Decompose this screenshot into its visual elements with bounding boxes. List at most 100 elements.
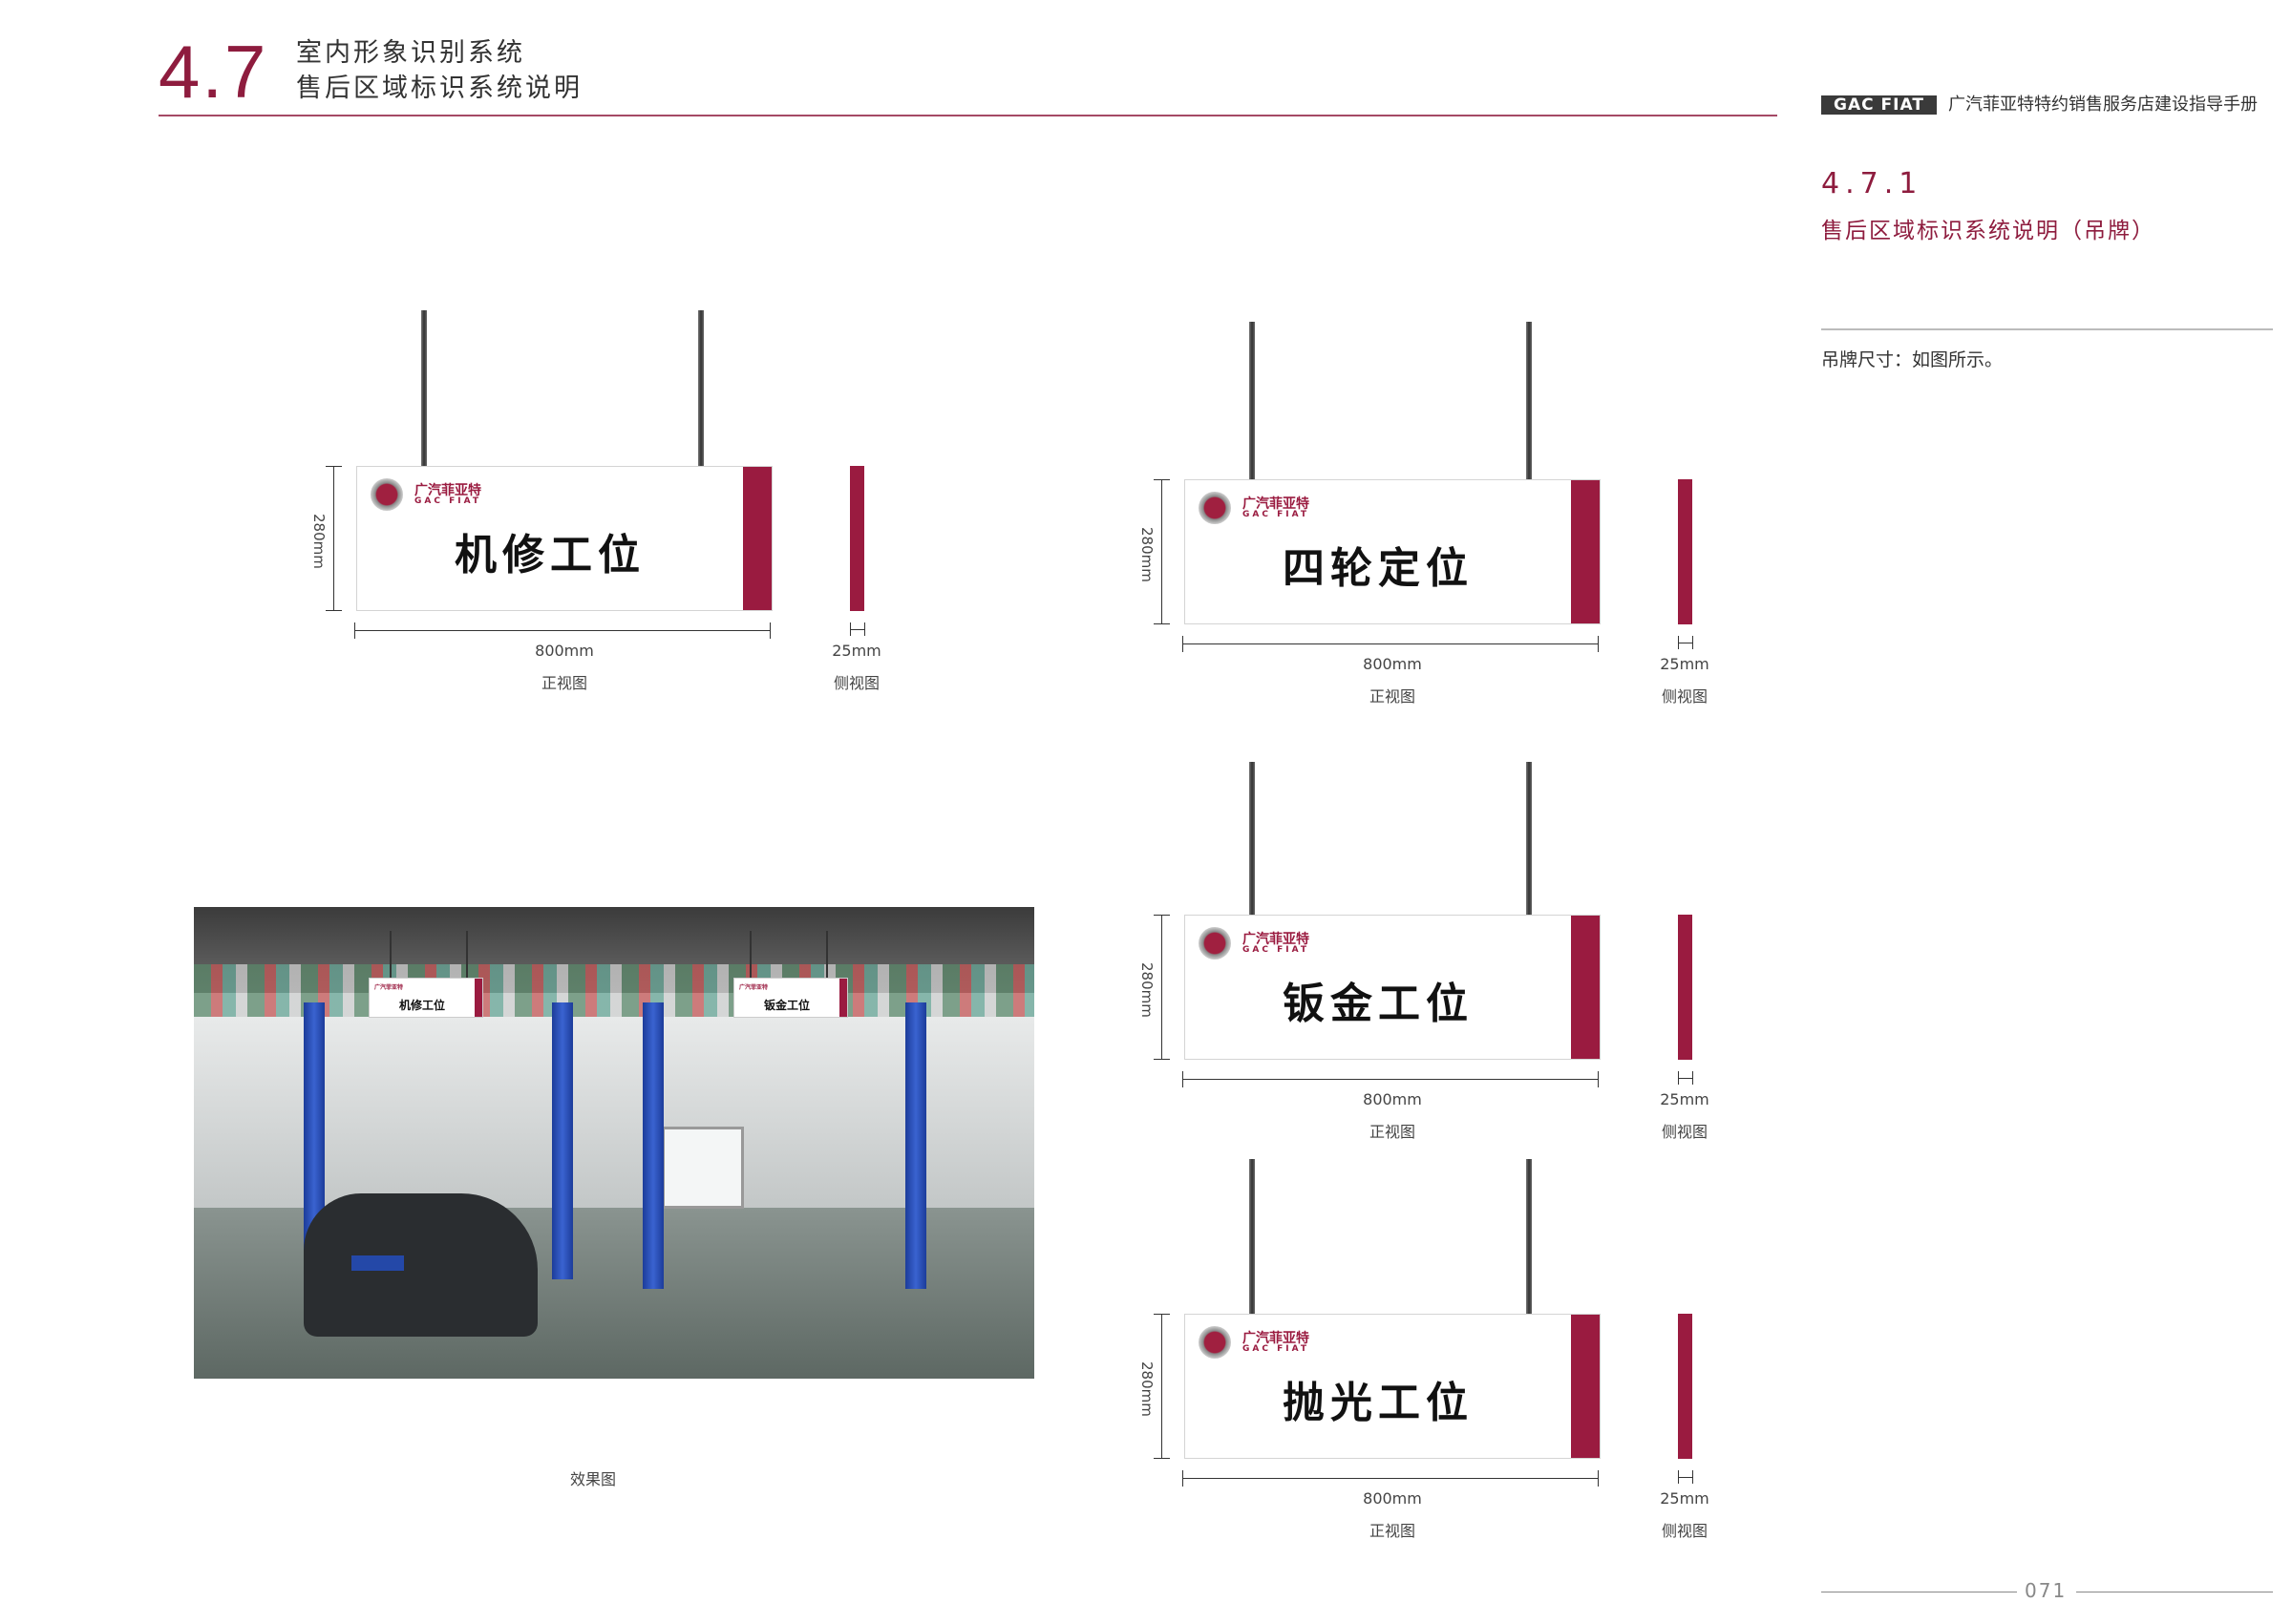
mini-sign-brand: 广汽菲亚特 — [739, 984, 769, 991]
header-divider — [159, 115, 1777, 116]
sign-side-view — [1678, 1314, 1692, 1459]
sign-side-view — [1678, 479, 1692, 624]
depth-dimension-mark — [850, 622, 865, 636]
sign-brand-en: GAC FIAT — [1242, 945, 1309, 955]
effect-photo: 广汽菲亚特 机修工位 广汽菲亚特 钣金工位 — [194, 907, 1034, 1379]
height-dimension-line — [1154, 1314, 1170, 1459]
height-dimension-line — [326, 466, 342, 611]
page-number: 071 — [2025, 1579, 2068, 1602]
sign-name: 抛光工位 — [1283, 1379, 1474, 1427]
mini-sign-bar — [475, 979, 482, 1017]
sign-brand-cn: 广汽菲亚特 — [1242, 932, 1309, 947]
width-dimension-line — [354, 622, 771, 639]
hanging-rod — [1526, 762, 1532, 915]
sign-front-view: 广汽菲亚特 GAC FIAT 抛光工位 — [1184, 1314, 1601, 1459]
width-label: 800mm — [1363, 655, 1422, 673]
section-title-line2: 售后区域标识系统说明 — [296, 74, 583, 103]
photo-wall — [194, 1017, 1034, 1208]
height-dimension-line — [1154, 479, 1170, 624]
mini-sign-brand: 广汽菲亚特 — [374, 984, 404, 991]
subsection-title: 售后区域标识系统说明（吊牌） — [1821, 219, 2155, 243]
lift-post — [905, 1002, 926, 1289]
sign-brand-cn: 广汽菲亚特 — [1242, 496, 1309, 512]
sign-brand-cn: 广汽菲亚特 — [414, 483, 481, 498]
height-dimension-line — [1154, 915, 1170, 1060]
sign-name: 四轮定位 — [1283, 544, 1474, 593]
lift-post — [552, 1002, 573, 1279]
hanging-rod — [421, 310, 427, 466]
height-label: 280mm — [1138, 527, 1156, 582]
sign-name: 钣金工位 — [1283, 980, 1474, 1028]
sign-side-view — [1678, 915, 1692, 1060]
front-view-label: 正视图 — [1369, 687, 1415, 706]
section-number: 4.7 — [159, 30, 268, 114]
description-text: 吊牌尺寸：如图所示。 — [1821, 349, 2004, 370]
hanging-rod — [1249, 1159, 1255, 1314]
sign-side-view — [850, 466, 864, 611]
sign-accent-bar — [743, 467, 772, 610]
height-label: 280mm — [310, 514, 328, 569]
width-label: 800mm — [1363, 1489, 1422, 1508]
fiat-logo-icon — [1199, 927, 1231, 960]
side-view-label: 侧视图 — [1661, 1123, 1708, 1141]
photo-window — [662, 1127, 744, 1209]
hanging-wire — [826, 931, 828, 983]
photo-balloons — [194, 964, 1034, 1017]
sign-brand-en: GAC FIAT — [1242, 510, 1309, 519]
width-label: 800mm — [1363, 1090, 1422, 1108]
width-dimension-line — [1182, 1071, 1599, 1087]
depth-label: 25mm — [832, 642, 881, 660]
sign-brand-cn: 广汽菲亚特 — [1242, 1331, 1309, 1346]
sign-front-view: 广汽菲亚特 GAC FIAT 钣金工位 — [1184, 915, 1601, 1060]
depth-dimension-mark — [1678, 1470, 1693, 1484]
license-plate — [351, 1255, 404, 1271]
subsection-number: 4.7.1 — [1821, 167, 1923, 200]
hanging-rod — [1249, 322, 1255, 479]
hanging-rod — [1249, 762, 1255, 915]
side-view-label: 侧视图 — [1661, 1522, 1708, 1540]
height-label: 280mm — [1138, 1361, 1156, 1417]
depth-label: 25mm — [1660, 1090, 1709, 1108]
mini-sign-text: 机修工位 — [398, 999, 445, 1012]
brand-badge: GAC FIAT — [1821, 95, 1937, 115]
sign-front-view: 广汽菲亚特 GAC FIAT 四轮定位 — [1184, 479, 1601, 624]
front-view-label: 正视图 — [1369, 1522, 1415, 1540]
side-view-label: 侧视图 — [1661, 687, 1708, 706]
width-dimension-line — [1182, 1470, 1599, 1487]
sidebar-divider — [1821, 328, 2273, 330]
depth-label: 25mm — [1660, 655, 1709, 673]
mini-sign-text: 钣金工位 — [763, 999, 810, 1012]
width-dimension-line — [1182, 636, 1599, 652]
fiat-logo-icon — [371, 478, 403, 511]
mini-sign-left: 广汽菲亚特 机修工位 — [369, 978, 483, 1018]
mini-sign-bar — [839, 979, 847, 1017]
section-title-line1: 室内形象识别系统 — [296, 38, 525, 68]
hanging-rod — [1526, 1159, 1532, 1314]
hanging-wire — [390, 931, 392, 983]
manual-title: 广汽菲亚特特约销售服务店建设指导手册 — [1948, 95, 2258, 115]
sign-accent-bar — [1571, 1315, 1600, 1458]
front-view-label: 正视图 — [541, 674, 587, 692]
photo-caption: 效果图 — [569, 1470, 616, 1488]
mini-sign-right: 广汽菲亚特 钣金工位 — [733, 978, 848, 1018]
depth-label: 25mm — [1660, 1489, 1709, 1508]
fiat-logo-icon — [1199, 492, 1231, 524]
hanging-rod — [1526, 322, 1532, 479]
sign-accent-bar — [1571, 480, 1600, 623]
width-label: 800mm — [535, 642, 594, 660]
sign-brand-en: GAC FIAT — [1242, 1344, 1309, 1354]
sign-name: 机修工位 — [455, 531, 646, 580]
sign-front-view: 广汽菲亚特 GAC FIAT 机修工位 — [356, 466, 773, 611]
lift-post — [643, 1002, 664, 1289]
hanging-wire — [466, 931, 468, 983]
hanging-rod — [698, 310, 704, 466]
fiat-logo-icon — [1199, 1326, 1231, 1359]
height-label: 280mm — [1138, 962, 1156, 1018]
photo-car — [304, 1193, 538, 1337]
sign-accent-bar — [1571, 916, 1600, 1059]
depth-dimension-mark — [1678, 636, 1693, 649]
front-view-label: 正视图 — [1369, 1123, 1415, 1141]
side-view-label: 侧视图 — [833, 674, 880, 692]
depth-dimension-mark — [1678, 1071, 1693, 1085]
sign-brand-en: GAC FIAT — [414, 496, 481, 506]
